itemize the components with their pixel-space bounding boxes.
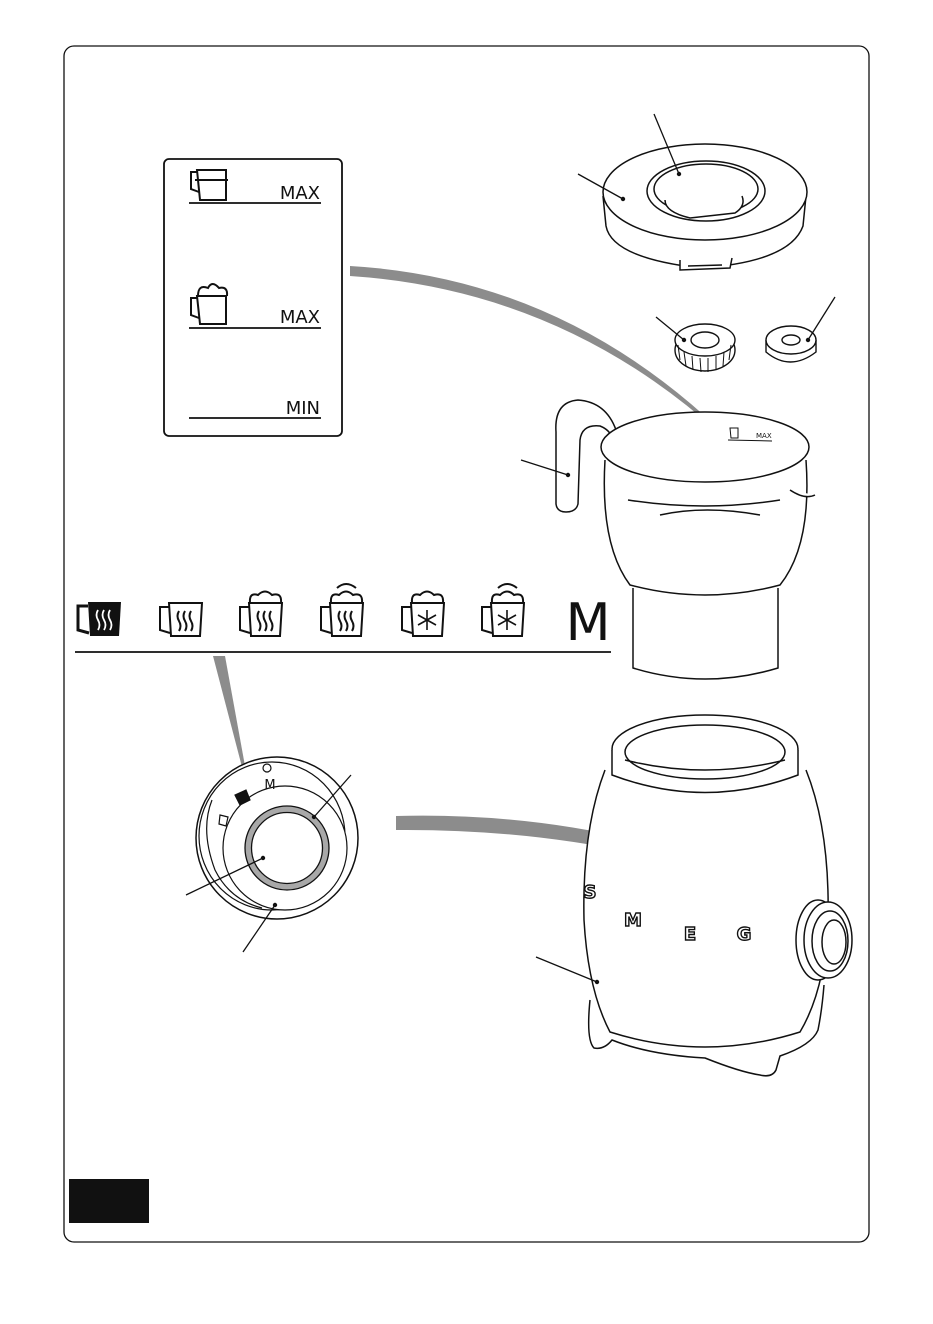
frothing-whisk [675,324,735,372]
logo-letter-g: G [737,924,752,945]
mode-manual-label: M [566,593,611,653]
jug-level-label: MAX [756,432,772,440]
base-unit [584,715,828,1076]
knob-ring-manual-label: M [264,778,275,793]
base-knob [796,900,852,980]
lid [603,144,807,270]
level-label-max-milk: MAX [280,183,320,204]
logo-letter-e: E [684,924,696,945]
level-markings-panel: MAX MAX MIN [164,159,342,436]
logo-letter-m: M [624,910,642,931]
level-label-max-froth: MAX [280,307,320,328]
knob-detail: M [196,757,358,919]
logo-letter-s: S [584,882,597,903]
whisk-holder [766,326,816,362]
level-label-min: MIN [286,398,320,419]
page-number-tab [69,1179,149,1223]
